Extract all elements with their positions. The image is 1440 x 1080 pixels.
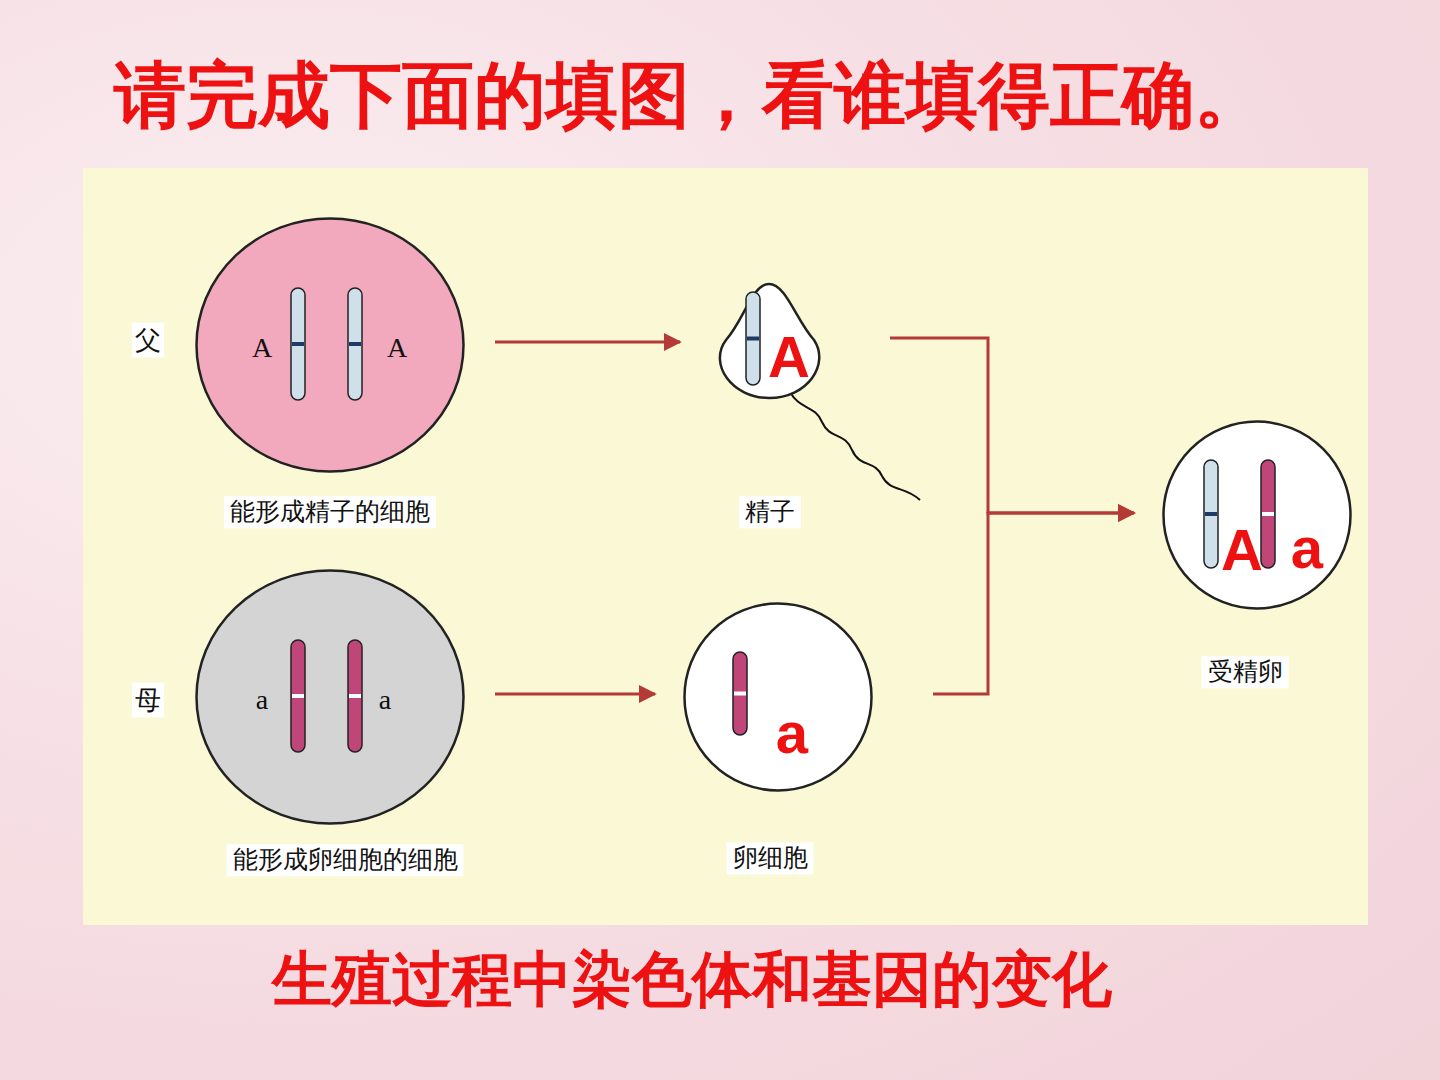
cell-name: 能形成精子的细胞 [224, 496, 436, 528]
chromosome [348, 640, 362, 752]
filled-gene: a [776, 701, 808, 765]
chromosome [1261, 460, 1275, 568]
gene-letter: A [252, 333, 272, 364]
sperm-mother-cell: AA能形成精子的细胞 [195, 217, 465, 473]
cell-outline [195, 569, 465, 825]
cell-name: 卵细胞 [727, 842, 814, 874]
egg-mother-cell: aa能形成卵细胞的细胞 [195, 569, 465, 825]
sperm-tail [790, 392, 920, 500]
connector-arrow [495, 693, 655, 696]
sperm-cell: A精子 [708, 282, 830, 400]
caption: 生殖过程中染色体和基因的变化 [272, 940, 1112, 1021]
chromosome [1204, 460, 1218, 568]
filled-gene: A [1221, 518, 1263, 582]
parent-label: 父 [132, 323, 164, 358]
parent-label: 母 [132, 683, 164, 718]
zygote: Aa受精卵 [1162, 420, 1352, 610]
gene-letter: a [379, 685, 391, 716]
chromosome [746, 292, 760, 385]
cell-outline [195, 217, 465, 473]
cell-name: 精子 [739, 496, 801, 528]
connector-arrow [495, 341, 680, 344]
connector-arrow [933, 513, 1134, 694]
title: 请完成下面的填图，看谁填得正确。 [114, 48, 1266, 144]
gene-letter: a [256, 685, 268, 716]
connector-arrow [890, 338, 1134, 513]
chromosome [291, 640, 305, 752]
chromosome [348, 288, 362, 400]
gene-letter: A [387, 333, 407, 364]
cell-name: 能形成卵细胞的细胞 [227, 844, 464, 876]
chromosome [733, 652, 747, 735]
filled-gene: a [1291, 516, 1323, 580]
cell-name: 受精卵 [1202, 656, 1289, 688]
filled-gene: A [768, 325, 810, 389]
egg-cell: a卵细胞 [683, 602, 873, 792]
chromosome [291, 288, 305, 400]
yellow-panel [83, 168, 1368, 925]
